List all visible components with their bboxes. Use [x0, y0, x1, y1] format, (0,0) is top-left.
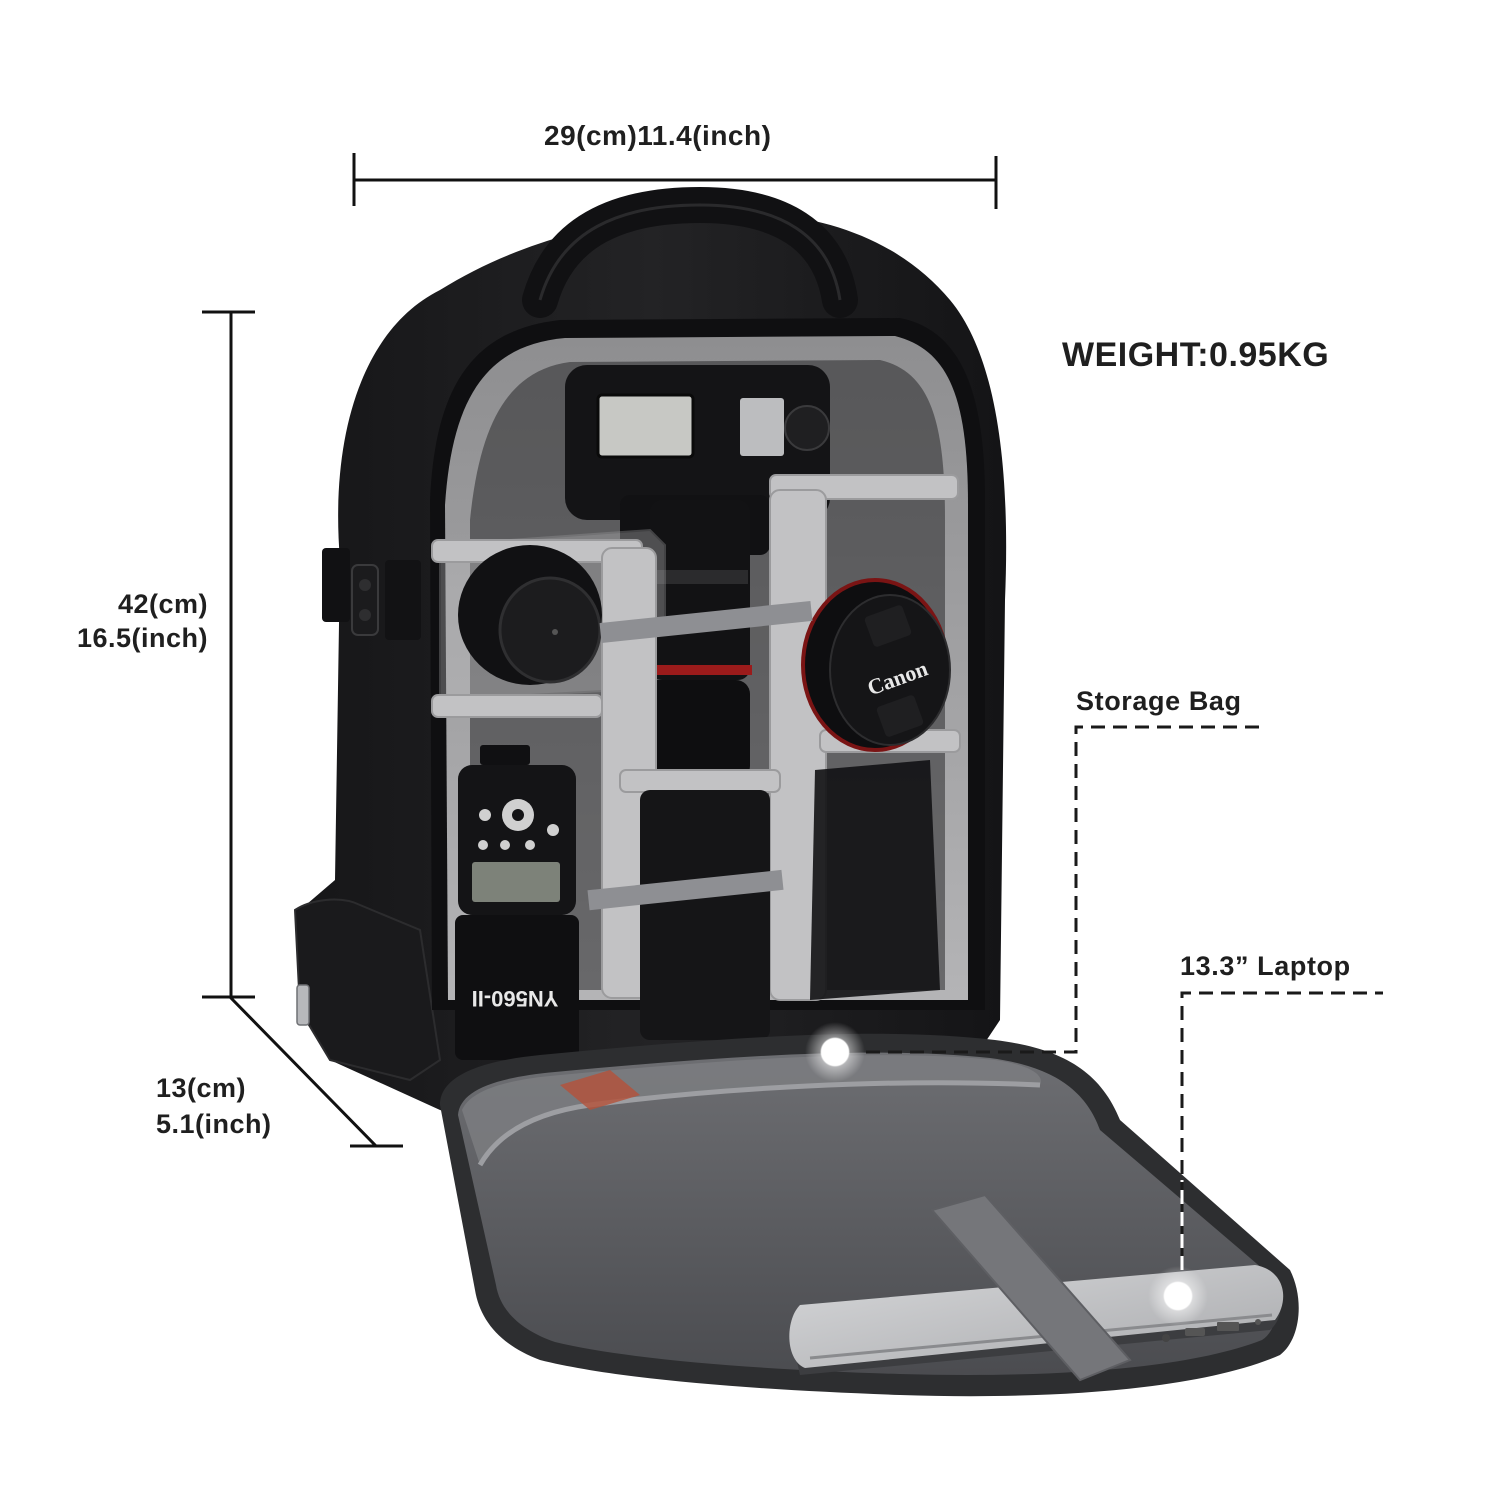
storage-bag-callout-line	[866, 725, 1262, 1054]
compression-strap-lower	[587, 869, 784, 911]
depth-label-inch: 5.1(inch)	[156, 1109, 272, 1139]
weight-label: WEIGHT:0.95KG	[1062, 336, 1330, 374]
laptop-label: 13.3” Laptop	[1180, 951, 1351, 981]
storage-bag-marker	[805, 1022, 865, 1082]
laptop-velcro-strap	[930, 1193, 1132, 1382]
depth-label: 13(cm) 5.1(inch)	[156, 1070, 272, 1142]
laptop-marker	[1148, 1266, 1208, 1326]
height-label-inch: 16.5(inch)	[76, 623, 208, 653]
side-buckle	[351, 564, 379, 636]
side-pocket	[293, 898, 442, 1082]
compression-strap-upper	[599, 600, 813, 644]
width-label: 29(cm)11.4(inch)	[544, 120, 772, 151]
flash-model-label: YN560-II	[472, 986, 559, 1011]
height-label: 42(cm) 16.5(inch)	[30, 587, 208, 655]
speedlite-flash: YN560-II	[455, 745, 579, 1060]
side-strap	[322, 548, 350, 622]
canon-lens: Canon	[801, 578, 951, 752]
mesh-bag	[810, 760, 940, 1000]
height-label-cm: 42(cm)	[117, 589, 208, 619]
laptop-callout-line	[1180, 991, 1383, 1262]
storage-bag-label: Storage Bag	[1076, 686, 1242, 716]
zipper-pull	[296, 984, 310, 1026]
left-lens	[458, 545, 602, 685]
depth-label-cm: 13(cm)	[156, 1073, 247, 1103]
depth-dimension-line	[228, 995, 378, 1148]
